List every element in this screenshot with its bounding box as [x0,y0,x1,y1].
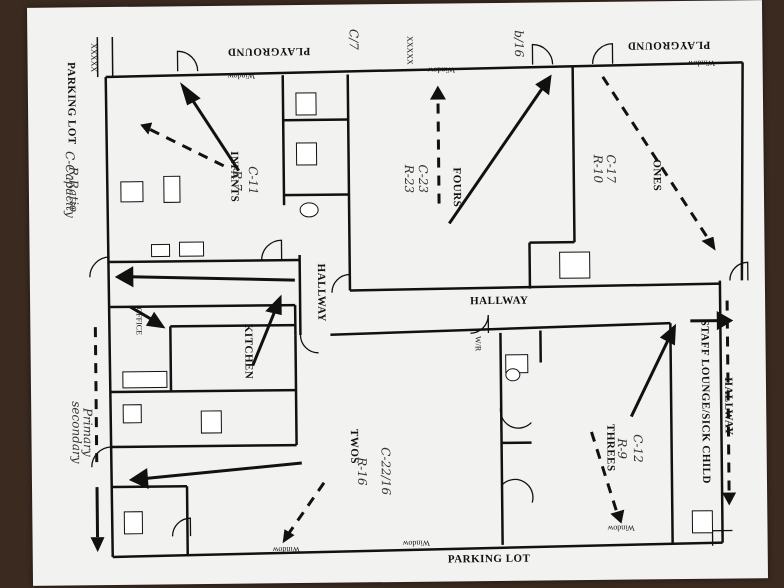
window-label: Window [402,538,430,548]
fours-ratio: R-23 [401,164,417,194]
east-wall-upper [740,62,744,281]
south-wall [112,541,723,559]
infants-ratio: R-7 [230,170,245,192]
twos-capacity: C-22/16 [378,447,394,496]
hallway-label-vertical: HALLWAY [314,263,328,323]
window-label: Window [687,58,715,68]
secondary-route-note: secondary [69,401,84,464]
twos-ratio: R-16 [354,457,370,486]
infants-capacity: C-11 [245,166,261,195]
west-wall [104,77,114,558]
threes-capacity: C-12 [630,434,646,463]
window-label: Window [607,523,635,533]
ratio-note: R-Ratio [66,166,81,213]
room-office: OFFICE [134,307,144,336]
room-fours: FOURS [450,167,463,208]
window-label: Window [227,71,256,81]
floor-plan-paper: PLAYGROUND PLAYGROUND PARKING LOT PARKIN… [26,0,769,586]
playground-label-left: PLAYGROUND [227,44,311,58]
top-note-2: b/16 [511,30,527,58]
ones-ratio: R-10 [590,154,606,184]
top-note: C/7 [346,28,361,50]
window-label: Window [427,65,455,75]
room-wr: W/R [473,336,483,352]
parking-lot-label-left: PARKING LOT [64,62,78,145]
barrier-label: XXXXX [405,35,415,65]
north-wall [105,61,743,79]
playground-label-right: PLAYGROUND [627,38,711,52]
room-ones: ONES [650,159,663,192]
floor-plan-lines [89,36,749,559]
parking-lot-label-bottom: PARKING LOT [447,552,531,566]
ones-capacity: C-17 [603,154,619,184]
fours-capacity: C-23 [415,164,431,194]
threes-ratio: R-9 [614,438,630,460]
barrier-label-left: XXXXX [89,43,99,73]
window-label: Window [272,545,300,555]
staff-lounge-label: STAFF LOUNGE/SICK CHILD [698,319,713,484]
room-kitchen: KITCHEN [242,323,255,380]
hallway-label-right: HALLWAY [722,377,735,436]
hallway-label-main: HALLWAY [470,294,529,308]
